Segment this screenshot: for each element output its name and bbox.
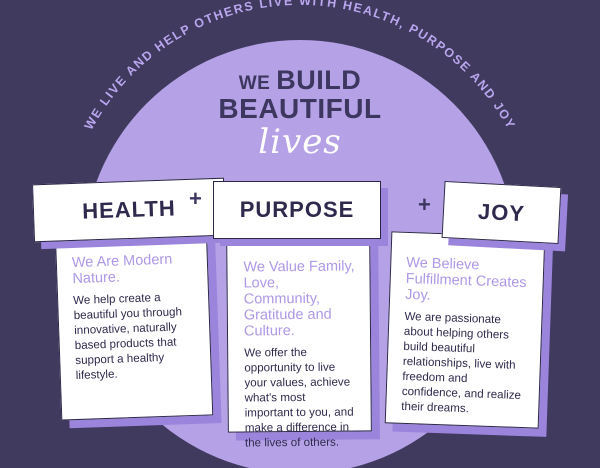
health-body: We help create a beautiful you through i… xyxy=(72,291,183,383)
heading-beautiful: BEAUTIFUL xyxy=(218,93,382,124)
health-lead: We Are Modern Nature. xyxy=(71,251,173,288)
purpose-title: PURPOSE xyxy=(213,181,381,239)
heading-we: WE xyxy=(238,73,271,94)
heading-build: BUILD xyxy=(276,65,362,95)
joy-body: We are passionate about helping others b… xyxy=(401,309,522,416)
plus-icon: + xyxy=(418,192,431,217)
health-card: We Are Modern Nature. We help create a b… xyxy=(54,225,214,421)
heading-lives-script: lives xyxy=(258,122,342,162)
joy-lead: We Believe Fulfillment Creates Joy. xyxy=(404,254,527,304)
joy-card: We Believe Fulfillment Creates Joy. We a… xyxy=(384,231,546,429)
purpose-lead: We Value Family, Love, Community, Gratit… xyxy=(243,258,355,340)
plus-icon: + xyxy=(189,186,202,211)
purpose-body: We offer the opportunity to live your va… xyxy=(244,345,354,450)
joy-title: JOY xyxy=(441,180,562,245)
purpose-card: We Value Family, Love, Community, Gratit… xyxy=(226,231,372,449)
